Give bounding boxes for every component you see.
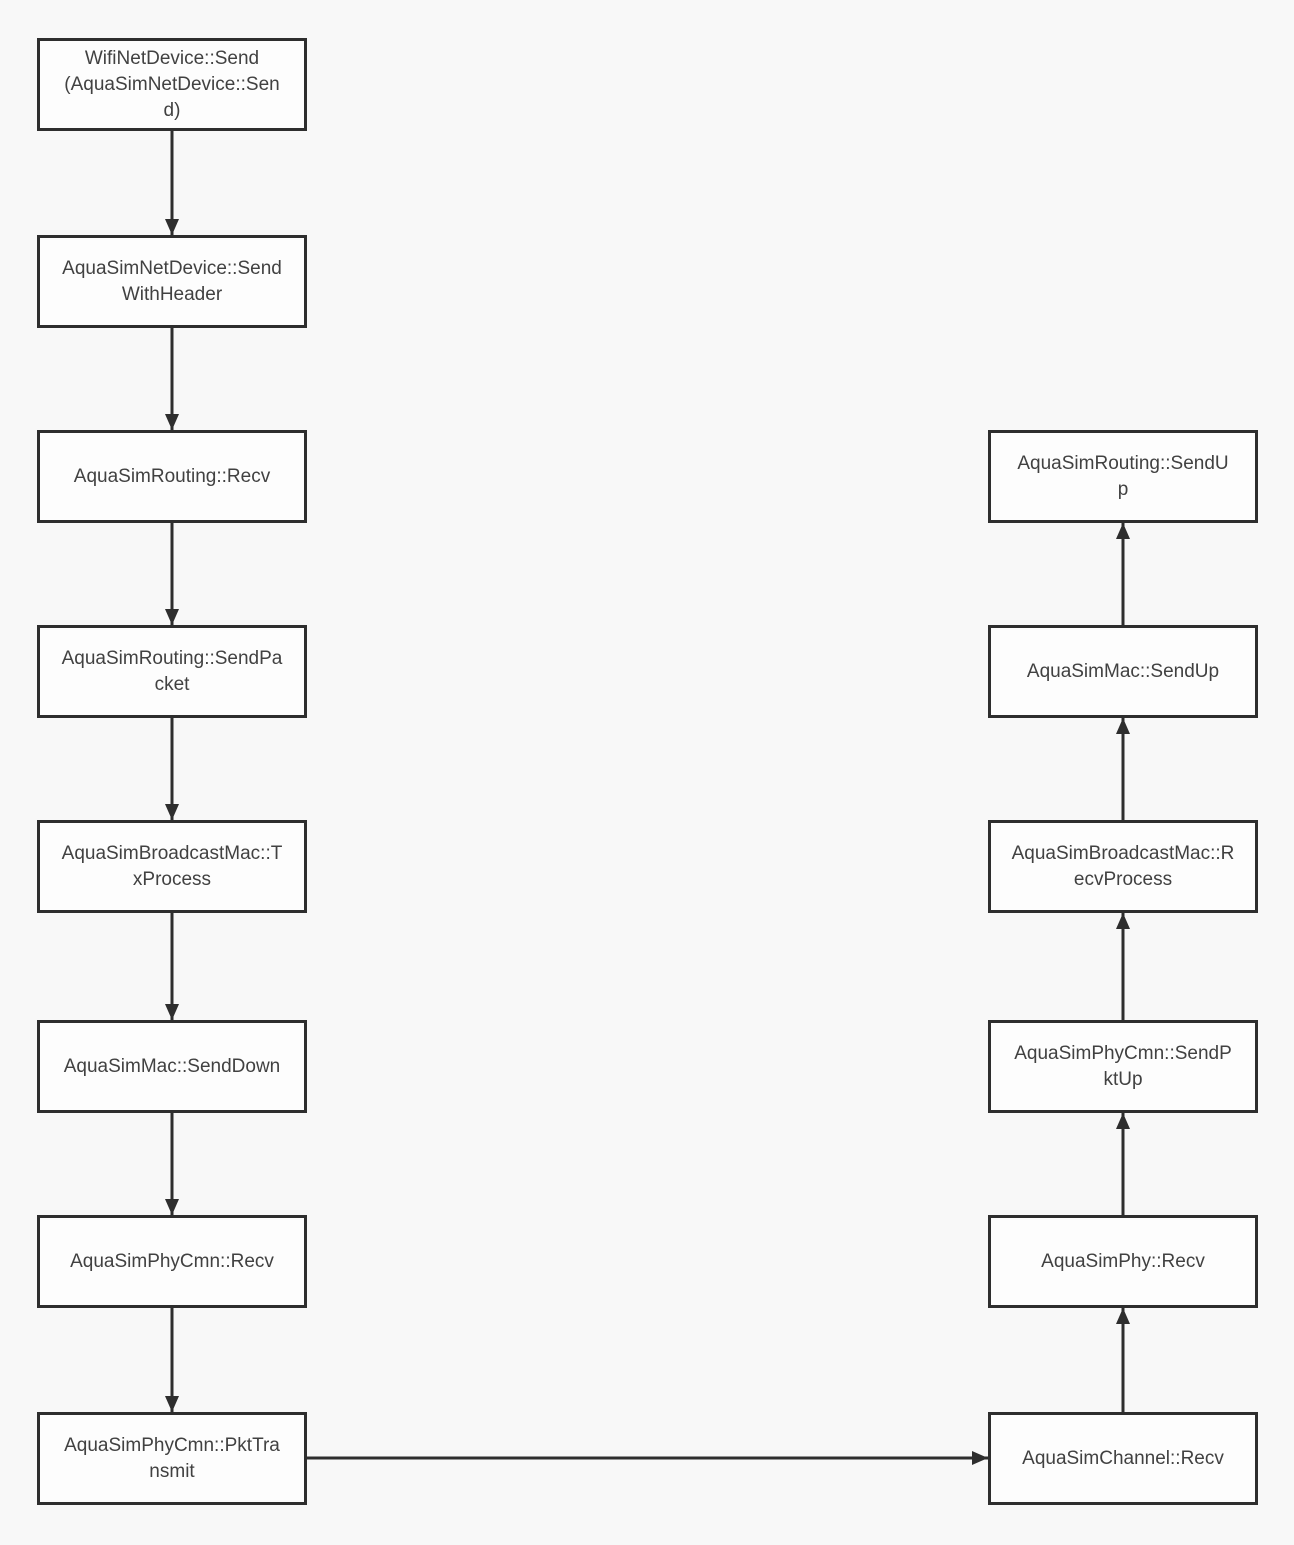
node-aquasimmac-senddown: AquaSimMac::SendDown — [37, 1020, 307, 1113]
node-aquasimchannel-recv: AquaSimChannel::Recv — [988, 1412, 1258, 1505]
node-aquasimbroadcastmac-recvprocess: AquaSimBroadcastMac::R ecvProcess — [988, 820, 1258, 913]
node-aquasimbroadcastmac-recvprocess-label: AquaSimBroadcastMac::R ecvProcess — [1011, 842, 1235, 890]
node-aquasimphycmn-sendpktup-label: AquaSimPhyCmn::SendP ktUp — [1014, 1042, 1232, 1090]
node-aquasimphycmn-recv: AquaSimPhyCmn::Recv — [37, 1215, 307, 1308]
node-aquasimphy-recv: AquaSimPhy::Recv — [988, 1215, 1258, 1308]
node-aquasimchannel-recv-label: AquaSimChannel::Recv — [1022, 1447, 1224, 1469]
node-aquasimnetdevice-sendwithheader: AquaSimNetDevice::Send WithHeader — [37, 235, 307, 328]
node-aquasimmac-sendup-label: AquaSimMac::SendUp — [1026, 660, 1220, 682]
node-aquasimmac-senddown-label: AquaSimMac::SendDown — [63, 1055, 281, 1077]
node-aquasimrouting-sendpacket: AquaSimRouting::SendPa cket — [37, 625, 307, 718]
node-aquasimrouting-sendpacket-label: AquaSimRouting::SendPa cket — [61, 647, 283, 695]
node-aquasimrouting-sendup: AquaSimRouting::SendU p — [988, 430, 1258, 523]
node-aquasimbroadcastmac-txprocess: AquaSimBroadcastMac::T xProcess — [37, 820, 307, 913]
node-aquasimphycmn-sendpktup: AquaSimPhyCmn::SendP ktUp — [988, 1020, 1258, 1113]
node-wifinetdevice-send: WifiNetDevice::Send (AquaSimNetDevice::S… — [37, 38, 307, 131]
node-aquasimphycmn-pkttransmit: AquaSimPhyCmn::PktTra nsmit — [37, 1412, 307, 1505]
node-aquasimbroadcastmac-txprocess-label: AquaSimBroadcastMac::T xProcess — [61, 842, 283, 890]
node-aquasimrouting-recv: AquaSimRouting::Recv — [37, 430, 307, 523]
node-aquasimnetdevice-sendwithheader-label: AquaSimNetDevice::Send WithHeader — [62, 257, 282, 305]
node-aquasimrouting-sendup-label: AquaSimRouting::SendU p — [1017, 452, 1229, 500]
node-aquasimphycmn-recv-label: AquaSimPhyCmn::Recv — [70, 1250, 274, 1272]
node-wifinetdevice-send-label: WifiNetDevice::Send (AquaSimNetDevice::S… — [64, 47, 280, 121]
node-aquasimphycmn-pkttransmit-label: AquaSimPhyCmn::PktTra nsmit — [64, 1434, 280, 1482]
node-aquasimmac-sendup: AquaSimMac::SendUp — [988, 625, 1258, 718]
node-aquasimrouting-recv-label: AquaSimRouting::Recv — [73, 465, 271, 487]
node-aquasimphy-recv-label: AquaSimPhy::Recv — [1041, 1250, 1205, 1272]
